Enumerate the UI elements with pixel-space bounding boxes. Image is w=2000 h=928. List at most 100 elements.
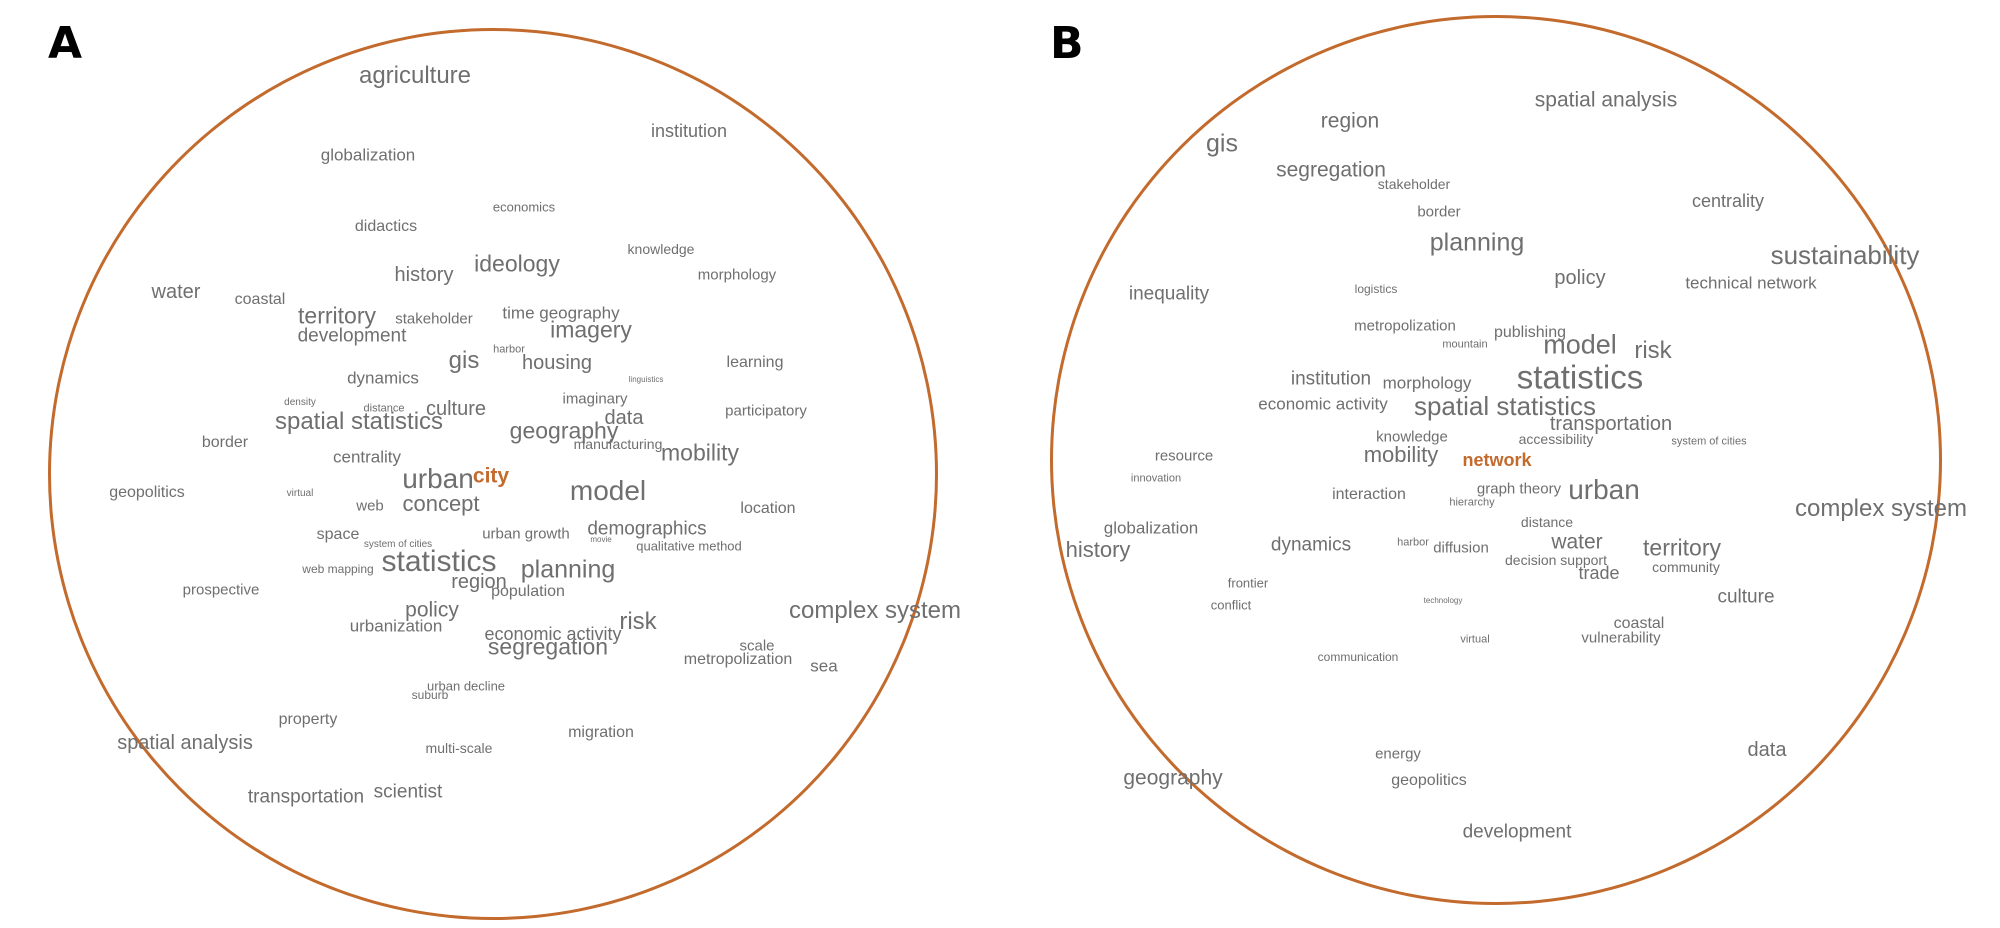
keyword-urban-decline: urban decline <box>426 678 506 694</box>
keyword-migration: migration <box>568 724 634 741</box>
keyword-virtual: virtual <box>1460 633 1490 646</box>
keyword-manufacturing: manufacturing <box>573 436 663 452</box>
keyword-data: data <box>604 407 644 429</box>
keyword-system-of-cities: system of cities <box>363 539 433 550</box>
keyword-dynamics: dynamics <box>347 368 419 388</box>
panel-label: A <box>48 18 83 69</box>
keyword-imaginary: imaginary <box>562 390 628 408</box>
keyword-community: community <box>1652 559 1720 575</box>
keyword-learning: learning <box>726 354 784 371</box>
keyword-inequality: inequality <box>1128 283 1210 305</box>
keyword-gis: gis <box>1206 129 1238 158</box>
keyword-institution: institution <box>650 121 728 141</box>
keyword-logistics: logistics <box>1354 282 1398 296</box>
keyword-region: region <box>1320 109 1380 133</box>
keyword-model: model <box>569 475 647 506</box>
keyword-metropolization: metropolization <box>683 651 793 668</box>
keyword-conflict: conflict <box>1210 597 1252 613</box>
keyword-planning: planning <box>520 555 616 584</box>
keyword-interaction: interaction <box>1332 486 1406 503</box>
keyword-network: network <box>1462 450 1532 470</box>
keyword-qualitative-method: qualitative method <box>636 538 742 554</box>
keyword-transportation: transportation <box>1549 413 1673 435</box>
keyword-risk: risk <box>619 608 657 635</box>
keyword-development: development <box>297 325 407 347</box>
keyword-knowledge: knowledge <box>1376 428 1448 446</box>
keyword-complex-system: complex system <box>788 597 962 624</box>
keyword-urban: urban <box>1568 474 1640 505</box>
keyword-history: history <box>1065 537 1131 562</box>
keyword-mobility: mobility <box>1363 442 1439 467</box>
keyword-linguistics: linguistics <box>628 375 664 384</box>
keyword-data: data <box>1747 739 1787 761</box>
keyword-communication: communication <box>1317 650 1399 664</box>
keyword-harbor: harbor <box>493 343 525 356</box>
keyword-concept: concept <box>402 491 480 516</box>
keyword-city: city <box>472 464 510 488</box>
keyword-economics: economics <box>492 199 556 215</box>
keyword-border: border <box>1417 203 1461 221</box>
keyword-agriculture: agriculture <box>358 62 472 89</box>
keyword-segregation: segregation <box>487 633 609 660</box>
keyword-risk: risk <box>1634 337 1672 364</box>
keyword-coastal: coastal <box>1613 615 1665 632</box>
keyword-innovation: innovation <box>1130 472 1182 485</box>
keyword-hierarchy: hierarchy <box>1449 496 1495 509</box>
keyword-development: development <box>1462 821 1572 843</box>
keyword-demographics: demographics <box>587 518 707 540</box>
keyword-location: location <box>740 500 796 517</box>
keyword-virtual: virtual <box>286 488 314 499</box>
keyword-spatial-statistics: spatial statistics <box>274 408 444 435</box>
keyword-spatial-analysis: spatial analysis <box>117 732 253 754</box>
keyword-distance: distance <box>363 402 405 415</box>
keyword-geopolitics: geopolitics <box>1391 772 1467 789</box>
keyword-time-geography: time geography <box>502 303 620 323</box>
keyword-region: region <box>451 571 507 593</box>
keyword-mountain: mountain <box>1442 338 1488 351</box>
keyword-spatial-analysis: spatial analysis <box>1534 88 1678 112</box>
keyword-harbor: harbor <box>1397 536 1429 549</box>
keyword-territory: territory <box>298 302 376 329</box>
keyword-geography: geography <box>1123 766 1223 790</box>
keyword-stakeholder: stakeholder <box>1377 176 1451 192</box>
keyword-accessibility: accessibility <box>1518 431 1594 447</box>
keyword-geography: geography <box>509 417 619 444</box>
keyword-institution: institution <box>1290 368 1372 390</box>
keyword-statistics: statistics <box>381 545 497 578</box>
keyword-distance: distance <box>1520 514 1574 530</box>
keyword-technology: technology <box>1423 596 1463 605</box>
keyword-urbanization: urbanization <box>349 616 443 636</box>
keyword-culture: culture <box>425 398 487 420</box>
keyword-publishing: publishing <box>1493 324 1567 341</box>
keyword-mobility: mobility <box>661 439 739 466</box>
keyword-knowledge: knowledge <box>627 241 695 257</box>
keyword-history: history <box>394 264 454 286</box>
keyword-urban: urban <box>402 463 474 494</box>
keyword-complex-system: complex system <box>1794 495 1968 522</box>
keyword-population: population <box>491 583 565 600</box>
keyword-prospective: prospective <box>182 581 260 599</box>
keyword-globalization: globalization <box>1103 518 1199 538</box>
keyword-gis: gis <box>448 347 480 374</box>
keyword-trade: trade <box>1578 563 1620 583</box>
keyword-water: water <box>151 281 201 303</box>
keyword-water: water <box>1551 530 1603 554</box>
keyword-transportation: transportation <box>247 786 365 808</box>
keyword-ideology: ideology <box>474 250 560 277</box>
keyword-system-of-cities: system of cities <box>1671 435 1747 448</box>
keyword-density: density <box>284 397 316 408</box>
keyword-coastal: coastal <box>234 291 286 308</box>
keyword-technical-network: technical network <box>1685 273 1817 293</box>
keyword-centrality: centrality <box>332 447 402 467</box>
keyword-energy: energy <box>1375 745 1421 763</box>
keyword-culture: culture <box>1717 586 1775 608</box>
keyword-policy: policy <box>1554 267 1606 289</box>
keyword-sea: sea <box>810 656 838 676</box>
keyword-territory: territory <box>1643 534 1721 561</box>
keyword-housing: housing <box>521 352 593 374</box>
keyword-morphology: morphology <box>697 266 777 284</box>
keyword-movie: movie <box>590 535 612 544</box>
keyword-sustainability: sustainability <box>1770 240 1920 270</box>
keyword-border: border <box>201 434 249 451</box>
